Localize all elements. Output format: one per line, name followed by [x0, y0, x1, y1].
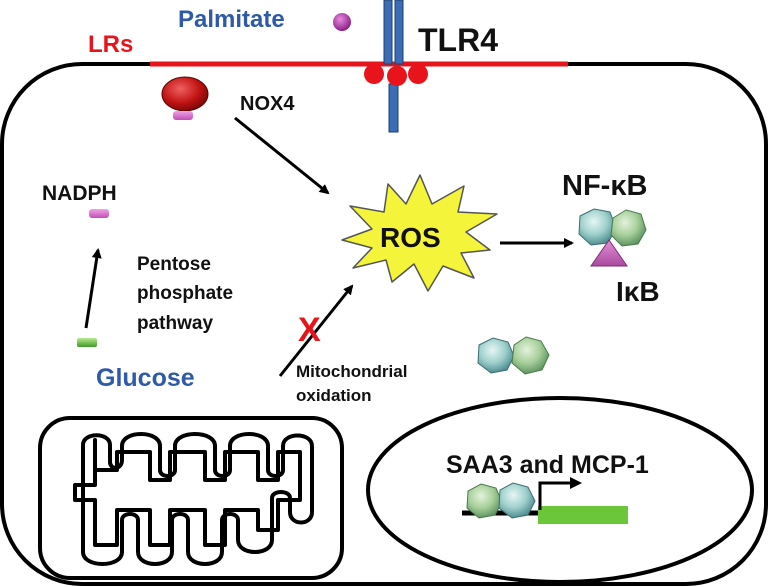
mito-label-line1: Mitochondrial: [296, 362, 407, 381]
blocked-x-mark: X: [298, 311, 321, 349]
glucose-to-nadph-arrow: [84, 248, 102, 329]
pentose-label-line2: phosphate: [137, 283, 233, 304]
cell-membrane: [0, 62, 768, 586]
palmitate-label: Palmitate: [178, 6, 285, 33]
gene-promoter-icon: [462, 477, 628, 524]
pentose-label-line1: Pentose: [137, 254, 211, 275]
genes-label: SAA3 and MCP-1: [446, 451, 649, 479]
nadph-molecule-icon: [89, 209, 109, 218]
tlr4-label: TLR4: [418, 22, 498, 58]
nox4-to-ros-arrow: [234, 116, 330, 195]
tlr4-receptor-icon: [364, 0, 428, 133]
mito-label-line2: oxidation: [296, 386, 372, 405]
nox4-label: NOX4: [240, 93, 295, 115]
nadph-label: NADPH: [42, 182, 117, 205]
nox4-complex-icon: [161, 76, 209, 120]
nfkb-label: NF-κB: [562, 170, 647, 202]
lrs-label: LRs: [88, 31, 133, 58]
palmitate-molecule-icon: [333, 13, 351, 31]
glucose-label: Glucose: [96, 364, 195, 392]
mitochondrion-icon: [38, 416, 344, 580]
ros-burst-icon: [341, 174, 498, 292]
ikb-label: IκB: [616, 276, 660, 307]
glucose-molecule-icon: [77, 338, 97, 347]
pentose-label-line3: pathway: [137, 313, 213, 334]
nfkb-ikb-complex-icon: [578, 208, 647, 267]
nfkb-dimer-icon: [477, 336, 550, 375]
ros-label: ROS: [380, 222, 441, 253]
nucleus: [366, 396, 754, 584]
mito-to-ros-arrow: [278, 284, 354, 377]
